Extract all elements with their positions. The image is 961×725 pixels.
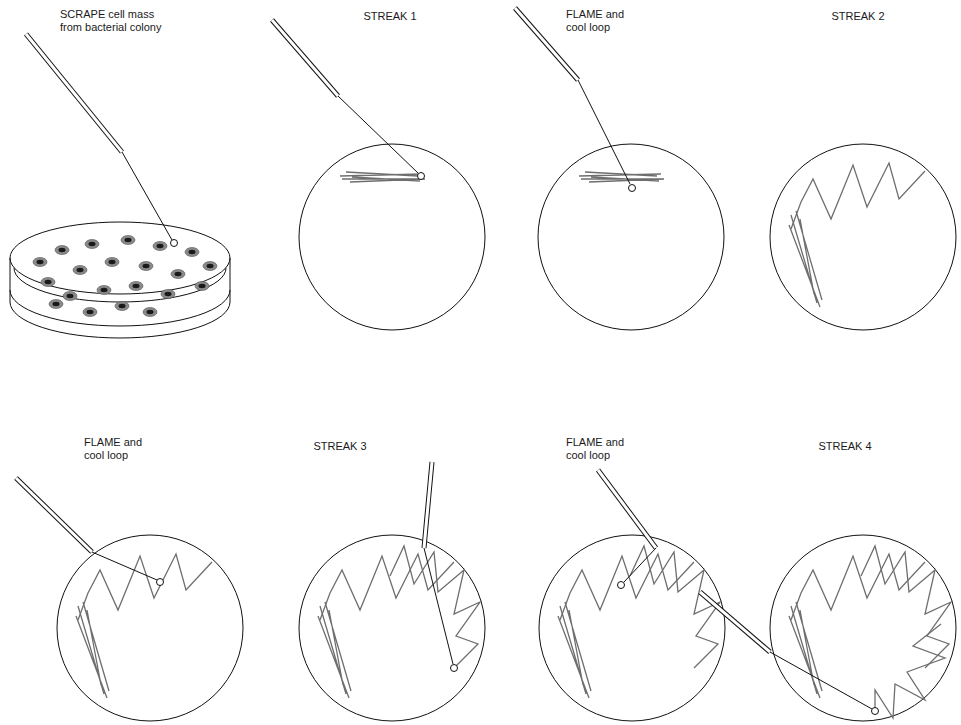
step-label: FLAME and cool loop [84, 436, 150, 462]
step-label: STREAK 1 [350, 10, 430, 23]
colony-center [143, 264, 150, 268]
bacterial-colony [185, 248, 199, 257]
inoculating-loop [16, 478, 164, 586]
bacterial-colony [143, 308, 157, 317]
colony-center [125, 238, 132, 242]
inoculating-loop [26, 34, 178, 247]
bacterial-colony [171, 270, 185, 279]
colony-center [101, 288, 108, 292]
inoculating-loop [515, 8, 636, 192]
bacterial-colony [33, 258, 47, 267]
inoculating-loop [598, 470, 656, 589]
colony-center [133, 284, 140, 288]
bacterial-colony [97, 286, 111, 295]
agar-plate [57, 535, 243, 721]
step-caption: SCRAPE cell mass from bacterial colony [60, 8, 164, 34]
colony-center [67, 294, 74, 298]
colony-center [87, 310, 94, 314]
bacterial-colony [63, 292, 77, 301]
colony-center [77, 268, 84, 272]
agar-plate [299, 144, 485, 330]
colony-center [59, 248, 66, 252]
bacterial-colony [161, 290, 175, 299]
step-label: FLAME and cool loop [566, 8, 632, 34]
bacterial-colony [55, 246, 69, 255]
colony-center [207, 264, 214, 268]
bacterial-colony [105, 258, 119, 267]
inoculating-loop [424, 462, 458, 672]
step-label: STREAK 2 [818, 10, 898, 23]
colony-center [199, 284, 206, 288]
bacterial-colony [139, 262, 153, 271]
bacterial-colony [73, 266, 87, 275]
bacterial-colony [41, 278, 55, 287]
agar-plate [299, 535, 485, 721]
agar-plate [770, 144, 956, 330]
bacterial-colony [195, 282, 209, 291]
agar-plate [538, 144, 724, 330]
inoculating-loop [272, 20, 425, 180]
bacterial-colony [203, 262, 217, 271]
bacterial-colony [115, 302, 129, 311]
colony-center [109, 260, 116, 264]
bacterial-colony [153, 242, 167, 251]
bacterial-colony [85, 240, 99, 249]
step-label: STREAK 4 [805, 440, 885, 453]
colony-center [189, 250, 196, 254]
bacterial-colony [129, 282, 143, 291]
colony-center [157, 244, 164, 248]
bacterial-colony [49, 300, 63, 309]
colony-center [175, 272, 182, 276]
colony-center [89, 242, 96, 246]
step-label: STREAK 3 [300, 440, 380, 453]
colony-center [119, 304, 126, 308]
colony-center [165, 292, 172, 296]
bacterial-colony [121, 236, 135, 245]
agar-plate [770, 535, 956, 721]
agar-plate [539, 535, 725, 721]
step-label: FLAME and cool loop [566, 436, 632, 462]
inoculating-loop [700, 592, 879, 715]
colony-center [45, 280, 52, 284]
colony-center [37, 260, 44, 264]
colony-center [147, 310, 154, 314]
colony-center [53, 302, 60, 306]
petri-dish [10, 222, 230, 338]
bacterial-colony [83, 308, 97, 317]
